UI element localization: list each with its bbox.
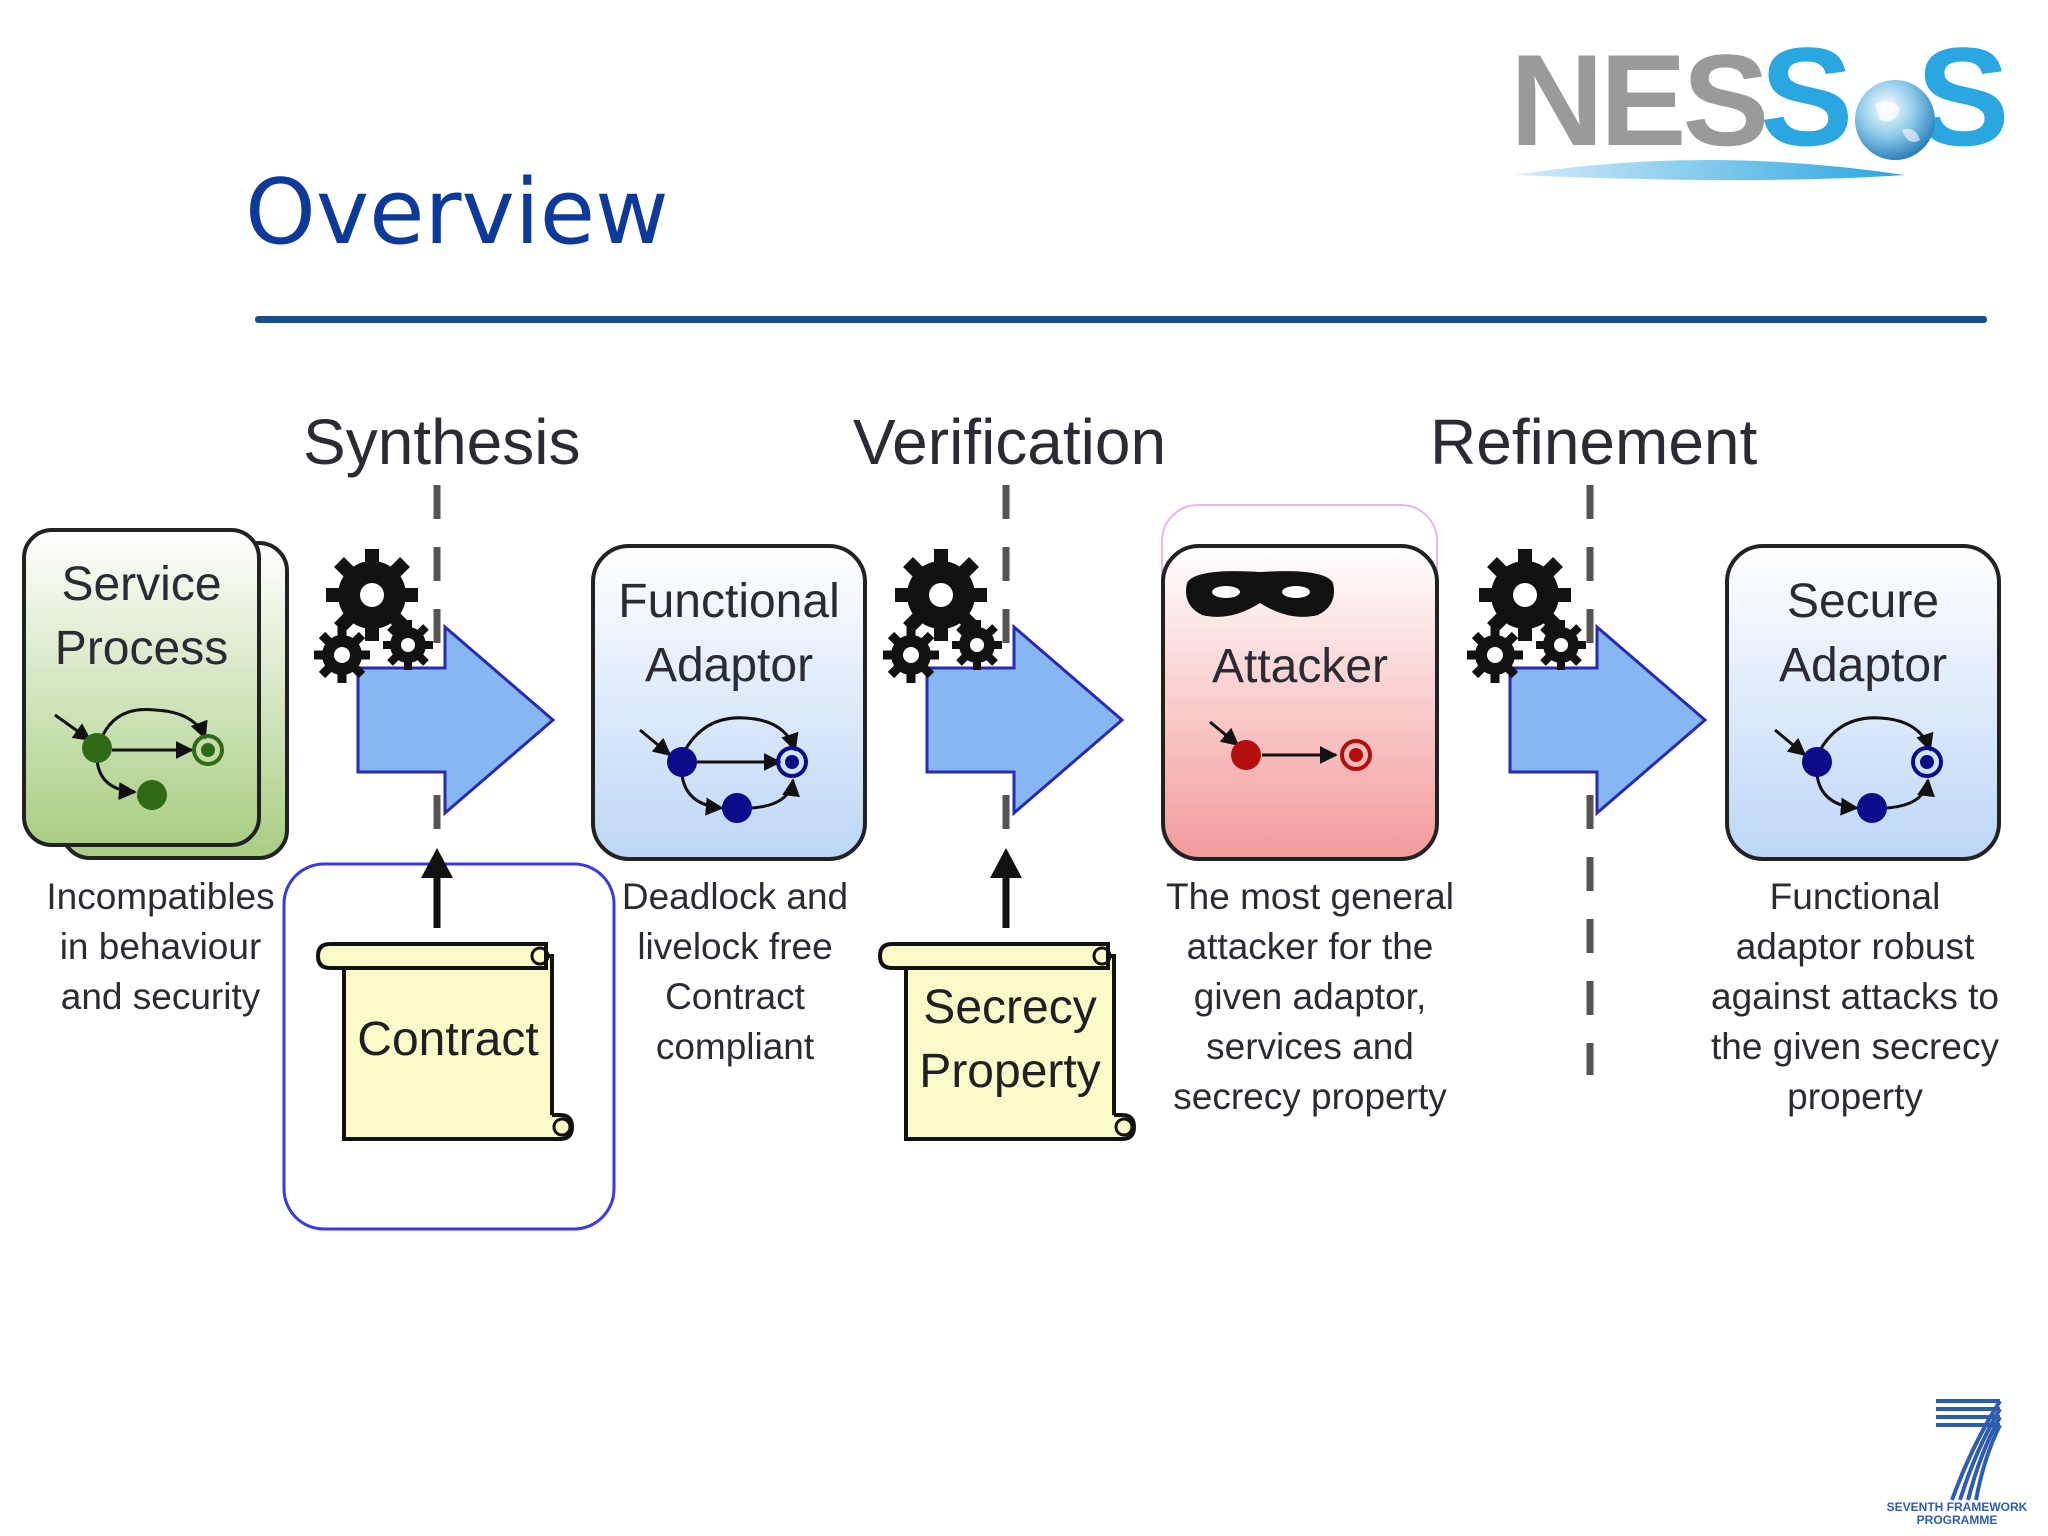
secure-adaptor-title: Secure Adaptor [1778, 575, 1948, 692]
gear-icon [883, 627, 939, 683]
service-process-box [22, 528, 261, 847]
fp7-logo: SEVENTH FRAMEWORK PROGRAMME [1872, 1395, 2042, 1530]
fp7-line1: SEVENTH FRAMEWORK [1886, 1500, 2028, 1514]
attacker-caption: The most general attacker for the given … [1166, 876, 1454, 1117]
service-process-title: Service Process [54, 558, 229, 675]
attacker-graph [1209, 720, 1372, 771]
logo-s-letters: S S [1760, 18, 2022, 175]
functional-adaptor-graph [639, 716, 808, 823]
gear-icon [1536, 620, 1586, 670]
gear-icon [383, 620, 433, 670]
logo-swoosh [1515, 160, 1905, 180]
functional-adaptor-title: Functional Adaptor [618, 575, 840, 692]
slide-title: Overview [245, 160, 669, 265]
logo-text: NES [1510, 27, 1769, 173]
stage-label-synthesis: Synthesis [303, 406, 581, 478]
fp7-seven-icon [1936, 1399, 2002, 1501]
contract-highlight [282, 862, 616, 1231]
secrecy-property-label: Secrecy Property [919, 981, 1101, 1098]
nessos-logo: NES S S [1505, 25, 2025, 185]
contract-label: Contract [357, 1013, 539, 1066]
gear-icon [895, 549, 987, 641]
attacker-title: Attacker [1211, 640, 1389, 693]
mask-icon [1186, 571, 1334, 617]
refinement-arrow [1508, 623, 1708, 817]
gear-icon [1479, 549, 1571, 641]
synthesis-arrow [356, 623, 556, 817]
gear-icon [1467, 627, 1523, 683]
secure-adaptor-caption: Functional adaptor robust against attack… [1711, 876, 1999, 1117]
gear-icon [314, 627, 370, 683]
contract-up-arrow [421, 848, 453, 928]
gear-icon [326, 549, 418, 641]
gear-icon [952, 620, 1002, 670]
globe-icon [1855, 80, 1935, 160]
secure-adaptor-graph [1774, 716, 1943, 823]
contract-scroll-icon [315, 942, 575, 1141]
attacker-box [1161, 544, 1439, 861]
fp7-line2: PROGRAMME [1916, 1513, 1998, 1527]
title-rule [255, 316, 1987, 323]
secrecy-up-arrow [990, 848, 1022, 928]
verification-arrow [925, 623, 1125, 817]
secrecy-scroll-icon [877, 942, 1137, 1141]
stage-label-refinement: Refinement [1430, 406, 1758, 478]
service-process-caption: Incompatibles in behaviour and security [46, 876, 275, 1017]
service-process-graph [54, 707, 224, 810]
functional-adaptor-caption: Deadlock and livelock free Contract comp… [621, 876, 849, 1067]
stage-label-verification: Verification [853, 406, 1167, 478]
